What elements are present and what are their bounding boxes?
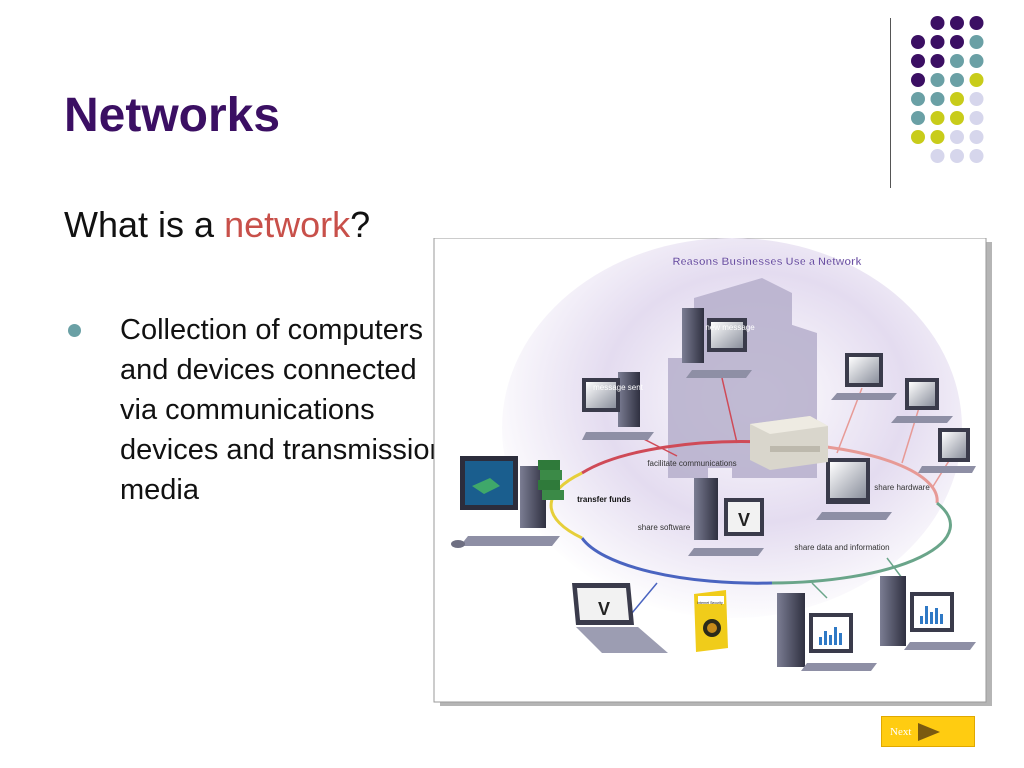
- decorative-divider: [890, 18, 891, 188]
- label-share-data: share data and information: [794, 543, 889, 552]
- decorative-dot: [950, 92, 964, 106]
- network-illustration: V V: [433, 238, 992, 706]
- decorative-dot: [950, 149, 964, 163]
- decorative-dot: [950, 16, 964, 30]
- figure-title: Reasons Businesses Use a Network: [673, 256, 863, 268]
- decorative-dot: [969, 149, 984, 163]
- slide-title: Networks: [64, 89, 281, 142]
- decorative-dot: [950, 54, 964, 68]
- label-share-software: share software: [638, 523, 691, 532]
- decorative-dot: [930, 149, 945, 163]
- decorative-dot: [911, 130, 925, 144]
- decorative-dot: [969, 16, 984, 30]
- decorative-dot: [911, 35, 925, 49]
- computer-right-1: [831, 353, 897, 400]
- decorative-dot: [911, 54, 925, 68]
- subheading-term: network: [224, 204, 351, 245]
- printer: [750, 416, 828, 470]
- decorative-dot: [930, 16, 945, 30]
- bullet-item: Collection of computers and devices conn…: [66, 310, 446, 510]
- decorative-dot: [969, 35, 984, 49]
- decorative-dot: [950, 35, 964, 49]
- computer-bottom-1: [777, 593, 877, 671]
- label-software-box: Internet Security: [697, 601, 723, 605]
- decorative-dot: [969, 130, 984, 144]
- bullet-dot: [68, 324, 81, 337]
- computer-right-2: [891, 378, 953, 423]
- computer-share-software: V: [688, 478, 764, 556]
- subheading-suffix: ?: [350, 204, 371, 245]
- decorative-dot: [969, 92, 984, 106]
- laptop: V: [572, 583, 668, 653]
- label-facilitate: facilitate communications: [647, 459, 736, 468]
- decorative-dot: [969, 73, 984, 87]
- label-transfer: transfer funds: [577, 495, 631, 504]
- computer-top: [682, 308, 752, 378]
- decorative-dot: [911, 111, 925, 125]
- software-box: [694, 590, 728, 652]
- money-stack-icon: [538, 460, 564, 500]
- decorative-dot: [911, 92, 925, 106]
- decorative-dot: [950, 73, 964, 87]
- computer-left-big: [451, 456, 560, 548]
- decorative-dot: [911, 73, 925, 87]
- subheading: What is a network?: [64, 204, 370, 246]
- label-share-hardware: share hardware: [874, 483, 930, 492]
- computer-share-hardware: [816, 458, 892, 520]
- decorative-dot: [930, 73, 945, 87]
- decorative-dot: [930, 111, 945, 125]
- decorative-dot-grid: [911, 16, 984, 163]
- computer-right-3: [918, 428, 976, 473]
- next-button[interactable]: Next: [881, 716, 975, 747]
- computer-left: [582, 372, 654, 440]
- label-message-sent: message sent: [593, 383, 644, 392]
- computer-bottom-2: [880, 576, 976, 650]
- play-arrow-icon: [918, 723, 940, 741]
- next-button-label: Next: [890, 726, 912, 738]
- decorative-dot: [930, 35, 945, 49]
- decorative-dot: [930, 54, 945, 68]
- decorative-dot: [930, 130, 945, 144]
- decorative-dot: [930, 92, 945, 106]
- decorative-dot: [950, 111, 964, 125]
- bullet-text: Collection of computers and devices conn…: [120, 314, 446, 506]
- decorative-dot: [950, 130, 964, 144]
- svg-text:V: V: [598, 599, 610, 619]
- decorative-dot: [969, 54, 984, 68]
- decorative-dot: [969, 111, 984, 125]
- svg-text:V: V: [738, 510, 750, 530]
- label-new-message: new message: [705, 323, 755, 332]
- bullet-list: Collection of computers and devices conn…: [66, 310, 446, 510]
- subheading-prefix: What is a: [64, 204, 225, 245]
